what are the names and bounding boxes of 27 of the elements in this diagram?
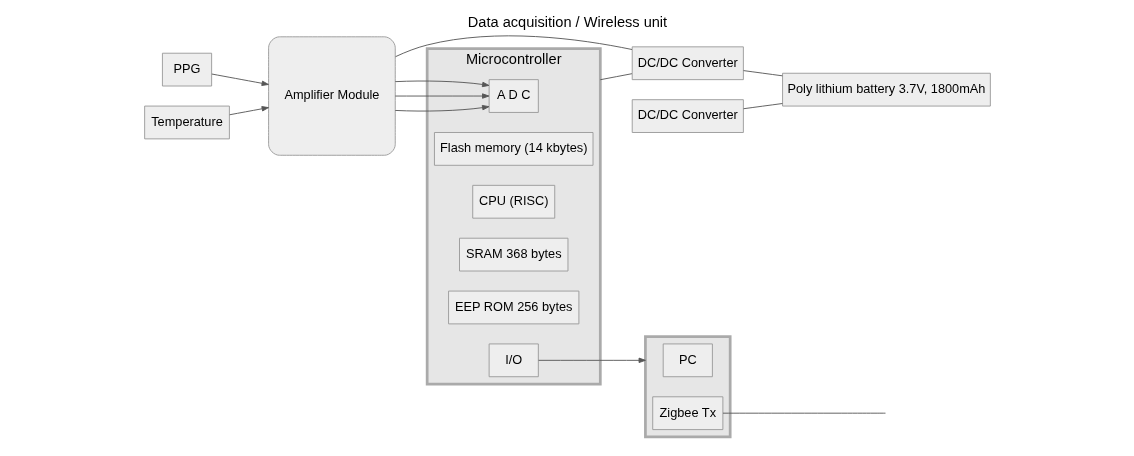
node-box: EEP ROM 256 bytes: [447, 290, 579, 325]
node-box: Poly lithium battery 3.7V, 1800mAh: [781, 72, 991, 107]
node-box: PPG: [161, 52, 212, 87]
connector: [722, 412, 886, 414]
arrow: [394, 93, 489, 99]
arrow: [537, 357, 646, 363]
arrow: [228, 106, 269, 116]
node-box: Flash memory (14 kbytes): [433, 132, 593, 166]
connector: [599, 73, 632, 81]
node-box: Zigbee Tx: [651, 396, 723, 431]
node-box: Amplifier Module: [267, 36, 396, 156]
node-box: SRAM 368 bytes: [458, 237, 568, 272]
node-box: CPU (RISC): [471, 184, 555, 219]
cluster: [643, 335, 732, 439]
node-box: A D C: [488, 79, 539, 113]
node-box: DC/DC Converter: [631, 46, 744, 81]
node-box: DC/DC Converter: [631, 99, 744, 133]
arrow: [394, 104, 489, 112]
node-box: Temperature: [143, 105, 230, 140]
arrow: [210, 73, 269, 86]
connector: [742, 70, 783, 77]
connector: [742, 103, 783, 110]
node-box: I/O: [488, 343, 539, 378]
arrow: [394, 80, 489, 88]
diagram-title: Data acquisition / Wireless unit: [467, 14, 667, 31]
connector: [394, 35, 632, 58]
node-box: PC: [662, 343, 713, 378]
